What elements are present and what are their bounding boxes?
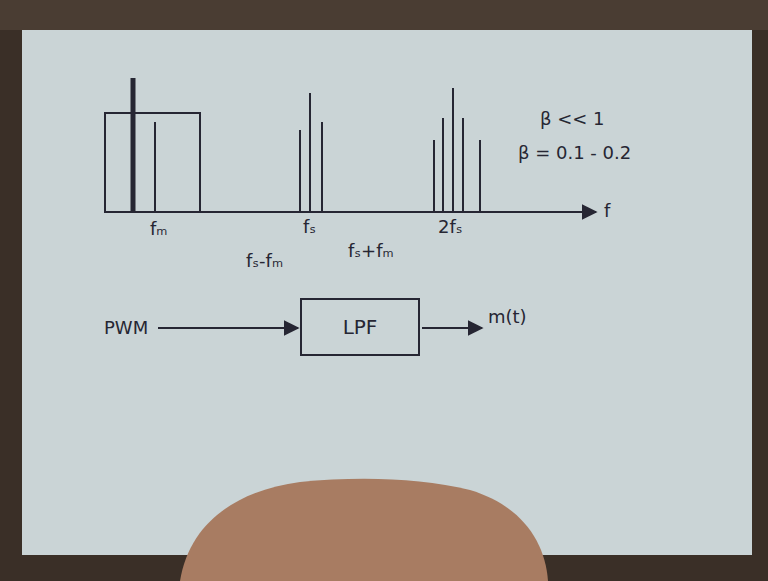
parameter-note: β << 1 [540,108,605,130]
signal-arrow [422,327,482,329]
signal-arrow [158,327,298,329]
spectral-line [154,122,156,212]
spectral-line [442,118,444,212]
frame-top [0,0,768,30]
signal-name: PWM [104,317,148,339]
frequency-label: fₘ [150,218,168,240]
spectral-line [452,88,454,212]
spectral-line [309,93,311,212]
parameter-note: β = 0.1 - 0.2 [518,142,631,164]
dc-component [131,78,136,212]
spectral-line [321,122,323,212]
lpf-passband [105,113,200,212]
frequency-label: fₛ+fₘ [348,240,394,262]
frequency-label: fₛ-fₘ [246,250,283,272]
frequency-label: 2fₛ [438,216,463,238]
paper [22,30,752,555]
spectral-line [462,118,464,212]
hand [180,479,548,581]
spectral-line [299,130,301,212]
axis-label: f [604,200,610,222]
box-label: LPF [343,315,378,339]
spectral-line [479,140,481,212]
signal-name: m(t) [488,306,527,328]
frequency-label: fₛ [303,216,316,238]
spectral-line [433,140,435,212]
filter-box: LPF [300,298,420,356]
